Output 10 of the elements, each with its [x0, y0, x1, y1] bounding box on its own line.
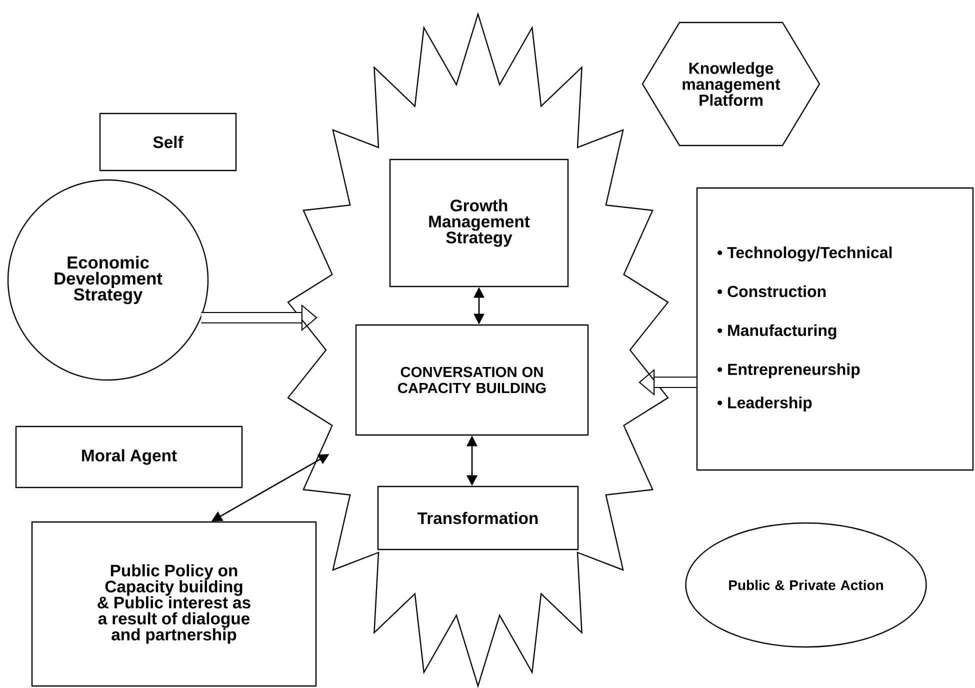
text-box: Public Policy on Capacity building & Public interest as a result of dialogue and partnership	[31, 521, 317, 687]
hexagon-node: Knowledge management Platform	[642, 22, 820, 146]
text-box: Moral Agent	[15, 426, 243, 488]
circle-node: Economic Development Strategy	[7, 179, 209, 381]
bullet-list-box: • Technology/Technical • Construction • Manufacturing • Entrepreneurship • Leadership	[696, 187, 974, 471]
text-box: Self	[99, 112, 237, 172]
text-box: Growth Management Strategy	[389, 158, 569, 288]
central-box: CONVERSATION ON CAPACITY BUILDING	[355, 324, 589, 436]
text-box: Transformation	[377, 486, 579, 550]
ellipse-node: Public & Private Action	[685, 522, 927, 648]
